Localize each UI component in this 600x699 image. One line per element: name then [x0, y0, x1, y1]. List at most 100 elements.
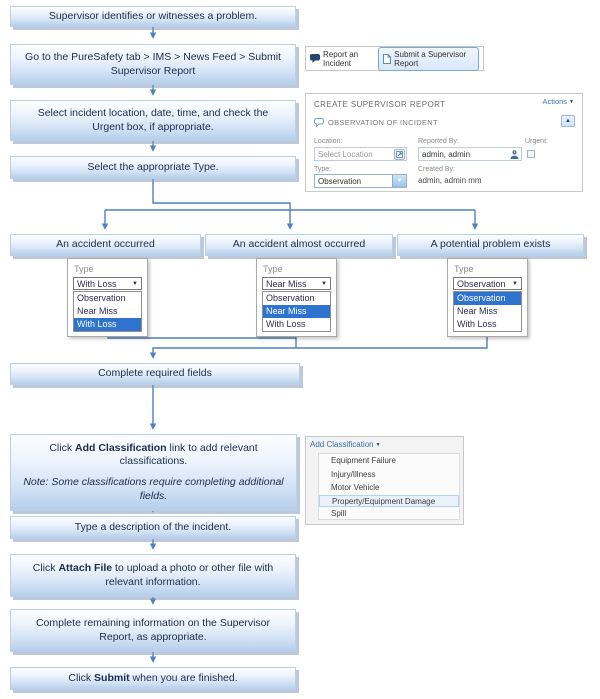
- chevron-down-icon: ▼: [569, 98, 574, 105]
- type-dropdown-panel-with-loss: Type With Loss ▼ Observation Near Miss W…: [67, 258, 148, 337]
- text-segment: when you are finished.: [129, 671, 238, 684]
- flow-branch-text: An accident almost occurred: [232, 238, 366, 251]
- text-segment-bold: Submit: [94, 671, 130, 684]
- type-dropdown-panel-near-miss: Type Near Miss ▼ Observation Near Miss W…: [256, 258, 337, 337]
- reported-by-input[interactable]: admin, admin: [418, 147, 522, 161]
- flow-step-text: Click Submit when you are finished.: [68, 672, 237, 686]
- flow-step-text: Select the appropriate Type.: [87, 160, 219, 173]
- flow-step-text: Go to the PureSafety tab > IMS > News Fe…: [25, 50, 281, 77]
- flow-step-text: Complete remaining information on the Su…: [35, 616, 271, 643]
- text-segment: Click: [32, 561, 59, 574]
- type-select[interactable]: With Loss ▼: [73, 277, 142, 290]
- flow-step-select-type: Select the appropriate Type.: [10, 156, 296, 179]
- type-option-list: Observation Near Miss With Loss: [73, 291, 142, 332]
- chevron-down-icon: ▼: [392, 175, 406, 187]
- classification-menu-item[interactable]: Equipment Failure: [331, 456, 396, 465]
- report-an-incident-link[interactable]: Report an Incident: [310, 50, 375, 68]
- flow-branch-accident-occurred: An accident occurred: [10, 234, 201, 256]
- classification-menu-item[interactable]: Spill: [331, 508, 347, 518]
- location-label: Location:: [314, 138, 343, 145]
- type-option[interactable]: With Loss: [457, 319, 497, 329]
- flow-step-note: Note: Some classifications require compl…: [23, 476, 284, 502]
- type-dropdown-panel-observation: Type Observation ▼ Observation Near Miss…: [447, 258, 528, 337]
- location-placeholder: Select Location: [318, 149, 373, 159]
- flow-branch-potential-problem: A potential problem exists: [397, 234, 584, 256]
- classification-menu-item-highlighted[interactable]: Property/Equipment Damage: [319, 494, 459, 507]
- urgent-label: Urgent:: [525, 138, 548, 145]
- flow-branch-text: A potential problem exists: [430, 238, 551, 251]
- add-classification-link[interactable]: Add Classification ▼: [310, 440, 381, 449]
- type-option[interactable]: With Loss: [266, 319, 306, 329]
- speech-bubble-outline-icon: [314, 118, 324, 128]
- flow-step-text: Click Add Classification link to add rel…: [20, 442, 287, 469]
- type-option[interactable]: Observation: [77, 293, 126, 303]
- form-title: CREATE SUPERVISOR REPORT: [314, 100, 446, 109]
- type-label: Type:: [314, 166, 332, 173]
- type-select-value: Observation: [457, 278, 506, 289]
- submit-supervisor-report-button[interactable]: Submit a Supervisor Report: [378, 46, 479, 71]
- urgent-checkbox[interactable]: [527, 150, 535, 158]
- flow-step-text: Supervisor identifies or witnesses a pro…: [48, 9, 258, 22]
- type-option-list: Observation Near Miss With Loss: [453, 291, 522, 332]
- type-option[interactable]: Near Miss: [77, 306, 118, 316]
- flow-step-text: Click Attach File to upload a photo or o…: [21, 562, 285, 589]
- created-by-value: admin, admin mm: [418, 176, 482, 185]
- text-segment: Click: [68, 671, 95, 684]
- flow-step-text: Select incident location, date, time, an…: [37, 106, 269, 133]
- flow-step-add-classification: Click Add Classification link to add rel…: [10, 434, 297, 511]
- chevron-down-icon: ▼: [132, 280, 138, 287]
- flow-step-text: Complete required fields: [98, 367, 212, 380]
- section-header-observation-of-incident: OBSERVATION OF INCIDENT: [314, 118, 438, 128]
- flow-branch-accident-almost-occurred: An accident almost occurred: [205, 234, 393, 256]
- type-option-selected[interactable]: Near Miss: [263, 305, 330, 318]
- collapse-section-button[interactable]: ▲: [561, 115, 575, 127]
- text-segment: link to add relevant classifications.: [119, 441, 258, 468]
- location-input[interactable]: Select Location: [314, 147, 407, 161]
- chevron-down-icon: ▼: [375, 441, 381, 448]
- chevron-down-icon: ▼: [512, 280, 518, 287]
- incident-actions-widget: Report an Incident Submit a Supervisor R…: [305, 46, 484, 71]
- type-option[interactable]: Observation: [266, 293, 315, 303]
- type-field-label: Type: [454, 264, 474, 274]
- document-icon: [383, 53, 392, 64]
- text-segment: to upload a photo or other file with rel…: [105, 561, 274, 588]
- type-option[interactable]: Near Miss: [457, 306, 498, 316]
- text-segment: Click: [49, 441, 75, 454]
- type-option-selected[interactable]: Observation: [454, 292, 521, 305]
- flow-step-navigate: Go to the PureSafety tab > IMS > News Fe…: [10, 44, 296, 85]
- flow-branch-text: An accident occurred: [56, 238, 155, 251]
- location-picker-icon[interactable]: [394, 149, 405, 160]
- type-select-value: With Loss: [77, 278, 117, 289]
- actions-menu-link[interactable]: Actions ▼: [542, 97, 574, 106]
- flow-step-submit: Click Submit when you are finished.: [10, 667, 296, 690]
- flow-step-attach-file: Click Attach File to upload a photo or o…: [10, 554, 296, 597]
- speech-bubble-icon: [310, 54, 320, 63]
- classification-menu: Equipment Failure Injury/Illness Motor V…: [318, 453, 460, 520]
- type-select-value: Observation: [318, 176, 362, 186]
- text-segment-bold: Add Classification: [75, 441, 167, 454]
- type-select[interactable]: Observation ▼: [314, 174, 407, 188]
- type-select[interactable]: Observation ▼: [453, 277, 522, 290]
- type-field-label: Type: [263, 264, 283, 274]
- type-field-label: Type: [74, 264, 94, 274]
- type-option-selected[interactable]: With Loss: [74, 318, 141, 331]
- flow-step-complete-fields: Complete required fields: [10, 363, 300, 385]
- flow-step-type-description: Type a description of the incident.: [10, 516, 296, 539]
- classification-menu-item[interactable]: Motor Vehicle: [331, 483, 380, 492]
- submit-supervisor-report-label: Submit a Supervisor Report: [394, 49, 467, 68]
- classification-menu-item[interactable]: Injury/Illness: [331, 469, 376, 479]
- reported-by-label: Reported By:: [418, 138, 459, 145]
- type-option-list: Observation Near Miss With Loss: [262, 291, 331, 332]
- person-icon[interactable]: [509, 149, 520, 160]
- add-classification-panel: Add Classification ▼ Equipment Failure I…: [305, 436, 464, 525]
- flow-step-select-location: Select incident location, date, time, an…: [10, 100, 296, 141]
- section-title: OBSERVATION OF INCIDENT: [328, 118, 438, 127]
- type-select-value: Near Miss: [266, 278, 307, 289]
- create-supervisor-report-panel: CREATE SUPERVISOR REPORT Actions ▼ ▲ OBS…: [305, 93, 583, 192]
- type-select[interactable]: Near Miss ▼: [262, 277, 331, 290]
- flow-step-identify-problem: Supervisor identifies or witnesses a pro…: [10, 6, 296, 27]
- reported-by-value: admin, admin: [422, 149, 471, 159]
- actions-label: Actions: [542, 97, 568, 106]
- flow-step-text: Type a description of the incident.: [74, 520, 232, 533]
